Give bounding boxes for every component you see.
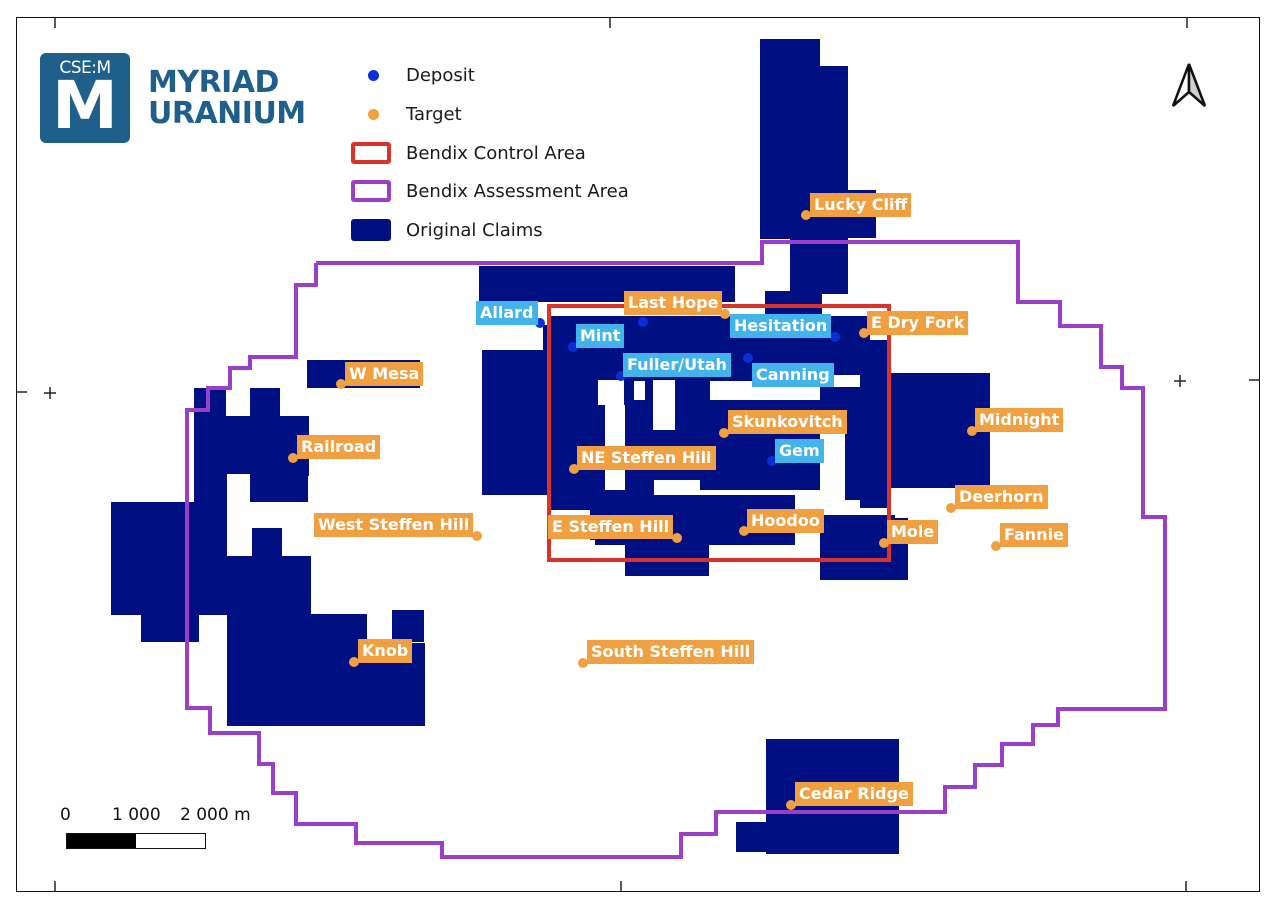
company-logo: CSE:M M MYRIAD URANIUM [40, 53, 306, 143]
logo-name-line2: URANIUM [148, 96, 306, 131]
target-label-deerhorn[interactable]: Deerhorn [955, 485, 1048, 509]
target-label-w-mesa[interactable]: W Mesa [345, 362, 424, 386]
map-frame [16, 17, 1260, 892]
scale-label-0: 0 [60, 805, 71, 825]
north-arrow-icon [1168, 60, 1210, 116]
logo-ticker: CSE:M [59, 58, 111, 78]
bendix-assessment-area[interactable] [185, 240, 1167, 859]
deposit-label-hesitation[interactable]: Hesitation [730, 314, 832, 338]
target-label-knob[interactable]: Knob [358, 639, 413, 663]
target-label-mole[interactable]: Mole [887, 520, 939, 544]
deposit-dot-icon [368, 70, 379, 81]
target-label-e-steffen-hill[interactable]: E Steffen Hill [548, 515, 674, 539]
legend-label: Bendix Control Area [406, 142, 586, 164]
target-label-cedar-ridge[interactable]: Cedar Ridge [795, 782, 913, 806]
frame-ticks [16, 17, 1260, 892]
logo-name-line1: MYRIAD [148, 65, 279, 100]
legend-item-target: Target [348, 99, 462, 129]
target-label-ne-steffen-hill[interactable]: NE Steffen Hill [577, 446, 716, 470]
legend-item-assessment-area: Bendix Assessment Area [348, 176, 629, 206]
target-label-west-steffen-hill[interactable]: West Steffen Hill [314, 513, 474, 537]
scale-label-1000: 1 000 [112, 805, 161, 825]
target-dot-icon [368, 109, 379, 120]
target-points [288, 210, 1001, 810]
target-label-midnight[interactable]: Midnight [975, 408, 1064, 432]
target-label-last-hope[interactable]: Last Hope [624, 291, 723, 315]
deposit-points [535, 317, 840, 466]
legend-item-deposit: Deposit [348, 60, 475, 90]
legend-label: Target [406, 103, 462, 125]
target-label-hoodoo[interactable]: Hoodoo [747, 509, 824, 533]
red-outline-icon [351, 142, 391, 164]
logo-mark: CSE:M M [40, 53, 130, 143]
logo-wordmark: MYRIAD URANIUM [148, 67, 306, 129]
logo-letter: M [52, 67, 118, 144]
legend-label: Deposit [406, 64, 475, 86]
target-label-fannie[interactable]: Fannie [1000, 523, 1068, 547]
legend-item-original-claims: Original Claims [348, 215, 543, 245]
target-label-lucky-cliff[interactable]: Lucky Cliff [810, 193, 912, 217]
navy-fill-icon [351, 219, 391, 241]
target-label-south-steffen-hill[interactable]: South Steffen Hill [587, 640, 755, 664]
target-label-railroad[interactable]: Railroad [297, 435, 381, 459]
target-label-skunkovitch[interactable]: Skunkovitch [728, 410, 847, 434]
deposit-label-fuller-utah[interactable]: Fuller/Utah [623, 353, 731, 377]
deposit-label-mint[interactable]: Mint [576, 324, 625, 348]
legend-label: Original Claims [406, 219, 543, 241]
deposit-label-allard[interactable]: Allard [476, 301, 538, 325]
scale-label-2000: 2 000 m [180, 805, 251, 825]
purple-outline-icon [351, 180, 391, 202]
legend-label: Bendix Assessment Area [406, 180, 629, 202]
legend-item-control-area: Bendix Control Area [348, 138, 586, 168]
deposit-label-gem[interactable]: Gem [775, 439, 824, 463]
target-label-e-dry-fork[interactable]: E Dry Fork [867, 311, 969, 335]
deposit-label-canning[interactable]: Canning [752, 363, 834, 387]
scale-bar-graphic [66, 833, 206, 849]
